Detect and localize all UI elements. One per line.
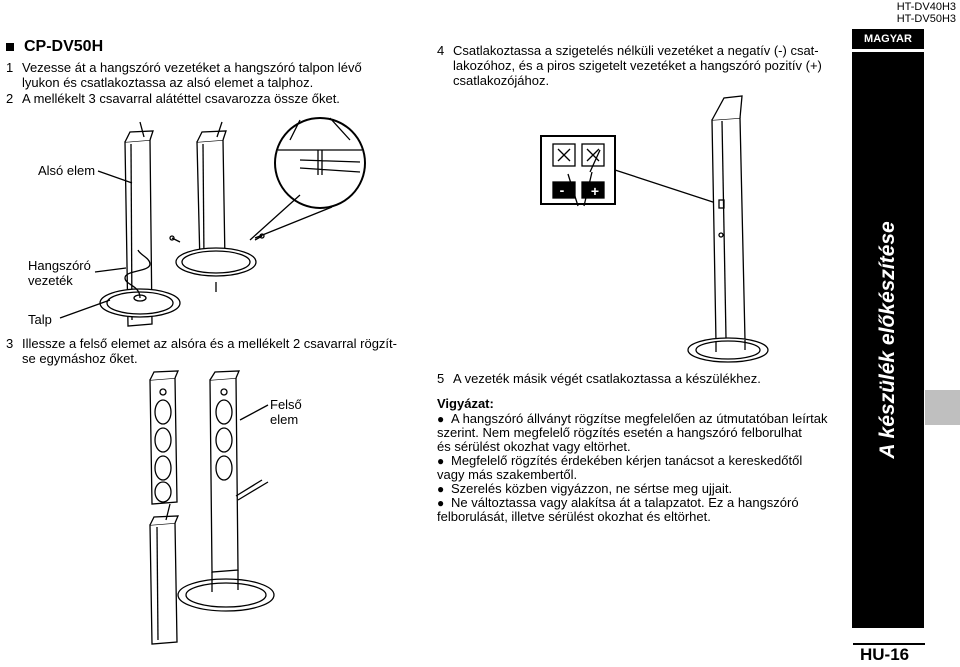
caution-item-4-line-2: felborulását, illetve sérülést okozhat é… bbox=[437, 509, 711, 524]
model-heading-text: CP-DV50H bbox=[24, 38, 104, 55]
step-2-text: A mellékelt 3 csavarral alátéttel csavar… bbox=[22, 91, 340, 106]
model-number-2: HT-DV50H3 bbox=[896, 13, 956, 25]
caution-title: Vigyázat: bbox=[437, 396, 494, 411]
step-1: 1 Vezesse át a hangszóró vezetéket a hang… bbox=[6, 60, 416, 90]
step-2: 2 A mellékelt 3 csavarral alátéttel csava… bbox=[6, 91, 416, 106]
label-upper-element-2: elem bbox=[270, 412, 299, 427]
caution-item-4-line-1: Ne változtassa vagy alakítsa át a talapz… bbox=[451, 495, 799, 510]
caution-item-2: ● Megfelelő rögzítés érdekében kérjen ta… bbox=[437, 453, 847, 469]
step-1-line-2: lyukon és csatlakoztassa az alsó elemet … bbox=[22, 75, 314, 90]
label-base: Talp bbox=[28, 312, 52, 327]
step-4: 4 Csatlakoztassa a szigetelés nélküli vez… bbox=[437, 43, 847, 88]
caution-box: Vigyázat: ● A hangszóró állványt rögzíts… bbox=[437, 397, 847, 524]
step-3-line-1: Illessze a felső elemet az alsóra és a m… bbox=[22, 336, 397, 351]
model-number-1: HT-DV40H3 bbox=[896, 1, 956, 13]
step-1-line-1: Vezesse át a hangszóró vezetéket a hangs… bbox=[22, 60, 362, 75]
caution-item-1-line-2: szerint. Nem megfelelő rögzítés esetén a… bbox=[437, 425, 802, 440]
label-speaker-cable-2: vezeték bbox=[28, 273, 73, 288]
label-lower-element: Alsó elem bbox=[38, 163, 96, 178]
caution-item-1: ● A hangszóró állványt rögzítse megfelel… bbox=[437, 411, 847, 427]
step-5: 5 A vezeték másik végét csatlakoztassa a … bbox=[437, 371, 847, 386]
language-badge: MAGYAR bbox=[852, 29, 924, 49]
step-4-line-1: Csatlakoztassa a szigetelés nélküli veze… bbox=[453, 43, 819, 58]
caution-item-2-line-1: Megfelelő rögzítés érdekében kérjen taná… bbox=[451, 453, 803, 468]
step-4-line-2: lakozóhoz, és a piros szigetelt vezetéke… bbox=[453, 58, 822, 73]
heading-square-icon bbox=[6, 43, 14, 51]
bullet-icon: ● bbox=[437, 412, 445, 426]
model-heading: CP-DV50H bbox=[6, 38, 103, 56]
step-4-number: 4 bbox=[437, 43, 445, 58]
caution-item-3: ● Szerelés közben vigyázzon, ne sértse m… bbox=[437, 481, 847, 497]
caution-item-1-line-1: A hangszóró állványt rögzítse megfelelőe… bbox=[451, 411, 828, 426]
bullet-icon: ● bbox=[437, 496, 445, 510]
caution-item-1-line-3: és sérülést okozhat vagy eltörhet. bbox=[437, 439, 631, 454]
caution-item-3-text: Szerelés közben vigyázzon, ne sértse meg… bbox=[451, 481, 733, 496]
terminal-minus-label: - bbox=[560, 182, 565, 198]
step-5-number: 5 bbox=[437, 371, 445, 386]
caution-item-4: ● Ne változtassa vagy alakítsa át a tala… bbox=[437, 495, 847, 511]
label-upper-element-1: Felső bbox=[270, 397, 302, 412]
page-number-rule bbox=[853, 643, 925, 645]
caution-item-2-line-2: vagy más szakembertől. bbox=[437, 467, 578, 482]
bullet-icon: ● bbox=[437, 482, 445, 496]
section-sidebar bbox=[852, 52, 924, 628]
step-3-line-2: se egymáshoz őket. bbox=[22, 351, 138, 366]
step-1-number: 1 bbox=[6, 60, 14, 75]
bullet-icon: ● bbox=[437, 454, 445, 468]
step-4-line-3: csatlakozójához. bbox=[453, 73, 550, 88]
page-tab-marker bbox=[925, 390, 960, 425]
terminal-plus-label: + bbox=[591, 183, 599, 199]
step-3-number: 3 bbox=[6, 336, 14, 351]
label-speaker-cable-1: Hangszóró bbox=[28, 258, 91, 273]
step-3: 3 Illessze a felső elemet az alsóra és a … bbox=[6, 336, 416, 366]
step-2-number: 2 bbox=[6, 91, 14, 106]
step-5-text: A vezeték másik végét csatlakoztassa a k… bbox=[453, 371, 761, 386]
page-number: HU-16 bbox=[860, 645, 910, 664]
